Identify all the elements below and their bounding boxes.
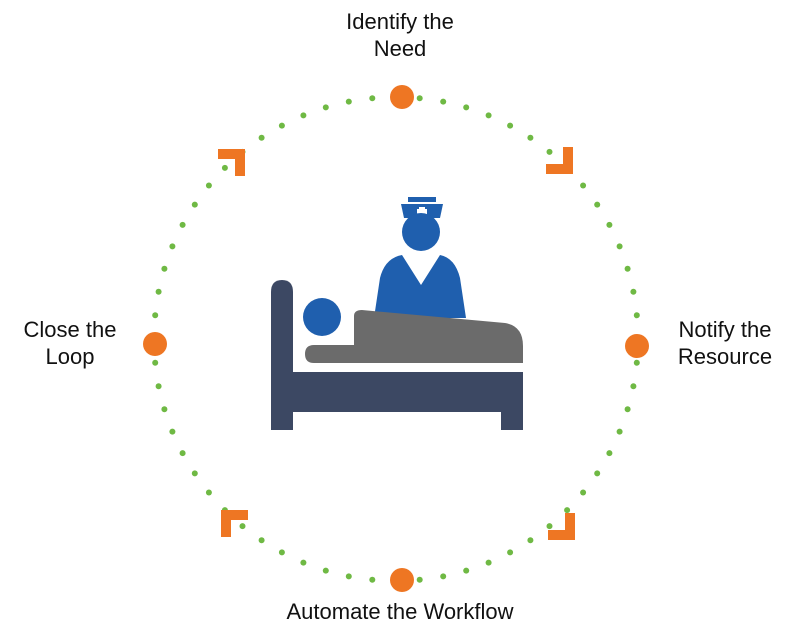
- ring-dot: [546, 148, 553, 155]
- patient-head: [303, 298, 341, 336]
- ring-dot: [322, 567, 329, 574]
- ring-dot: [300, 559, 307, 566]
- step-notify-resource-line1: Notify the: [678, 317, 772, 342]
- step-close-loop-line1: Close the: [23, 317, 117, 342]
- blanket: [305, 310, 523, 363]
- ring-dot: [527, 134, 534, 141]
- ring-dot: [161, 265, 168, 272]
- ring-dot: [440, 573, 447, 580]
- bed-frame: [271, 280, 523, 430]
- ring-dot: [507, 122, 514, 129]
- ring-dot: [485, 559, 492, 566]
- ring-dot: [258, 537, 265, 544]
- ring-dot: [624, 265, 631, 272]
- ring-dot: [369, 95, 376, 102]
- ring-dot: [594, 470, 601, 477]
- chevron-arrow-icon-bottom-left: [221, 510, 248, 537]
- ring-dot: [191, 470, 198, 477]
- ring-dot: [345, 573, 352, 580]
- step-automate-workflow-line1: Automate the Workflow: [286, 599, 514, 624]
- ring-dot: [205, 182, 212, 189]
- ring-dot: [440, 98, 447, 105]
- step-notify-resource-line2: Resource: [677, 344, 773, 369]
- ring-dot: [463, 104, 470, 111]
- ring-dot: [191, 201, 198, 208]
- ring-dot: [169, 428, 176, 435]
- ring-dot: [606, 221, 613, 228]
- ring-dot: [345, 98, 352, 105]
- ring-dot: [580, 489, 587, 496]
- ring-dot: [594, 201, 601, 208]
- ring-dot: [152, 359, 159, 366]
- step-notify-resource-label: Notify the Resource: [650, 316, 794, 370]
- ring-dot: [580, 182, 587, 189]
- chevron-arrow-icon-top-right: [546, 147, 573, 174]
- ring-dot: [485, 112, 492, 119]
- ring-dot: [179, 221, 186, 228]
- ring-dot: [169, 243, 176, 250]
- ring-dot: [616, 243, 623, 250]
- ring-dot: [155, 288, 162, 295]
- node-bottom: [390, 568, 414, 592]
- ring-dot: [179, 450, 186, 457]
- ring-dot: [606, 450, 613, 457]
- ring-dot: [630, 288, 637, 295]
- ring-dot: [258, 134, 265, 141]
- ring-dot: [205, 489, 212, 496]
- ring-dot: [300, 112, 307, 119]
- ring-dot: [633, 359, 640, 366]
- ring-dot: [416, 95, 423, 102]
- nurse-at-bedside-icon: [271, 197, 523, 430]
- step-identify-need-label: Identify the Need: [300, 8, 500, 62]
- ring-dot: [278, 549, 285, 556]
- ring-dot: [278, 122, 285, 129]
- chevron-arrow-icon-bottom-right: [548, 513, 575, 540]
- ring-dot: [463, 567, 470, 574]
- ring-dot: [322, 104, 329, 111]
- step-close-loop-label: Close the Loop: [0, 316, 140, 370]
- step-close-loop-line2: Loop: [45, 344, 95, 369]
- ring-dot: [616, 428, 623, 435]
- node-right: [625, 334, 649, 358]
- ring-dot: [152, 312, 159, 319]
- ring-dot: [546, 523, 553, 530]
- ring-dot: [624, 406, 631, 413]
- ring-dot: [239, 523, 246, 530]
- ring-dot: [527, 537, 534, 544]
- step-identify-need-line1: Identify the: [346, 9, 454, 34]
- ring-dot: [416, 576, 423, 583]
- ring-dot: [630, 383, 637, 390]
- ring-dot: [155, 383, 162, 390]
- step-identify-need-line2: Need: [373, 36, 427, 61]
- node-top: [390, 85, 414, 109]
- ring-dot: [369, 576, 376, 583]
- nurse-body: [374, 255, 466, 318]
- ring-dot: [633, 312, 640, 319]
- chevron-arrow-icon-top-left: [218, 149, 245, 176]
- nurse-head: [402, 213, 440, 251]
- step-automate-workflow-label: Automate the Workflow: [250, 598, 550, 625]
- node-left: [143, 332, 167, 356]
- ring-dot: [161, 406, 168, 413]
- ring-dot: [221, 164, 228, 171]
- nurse-cap-icon: [401, 197, 443, 218]
- ring-dot: [564, 507, 571, 514]
- ring-dot: [507, 549, 514, 556]
